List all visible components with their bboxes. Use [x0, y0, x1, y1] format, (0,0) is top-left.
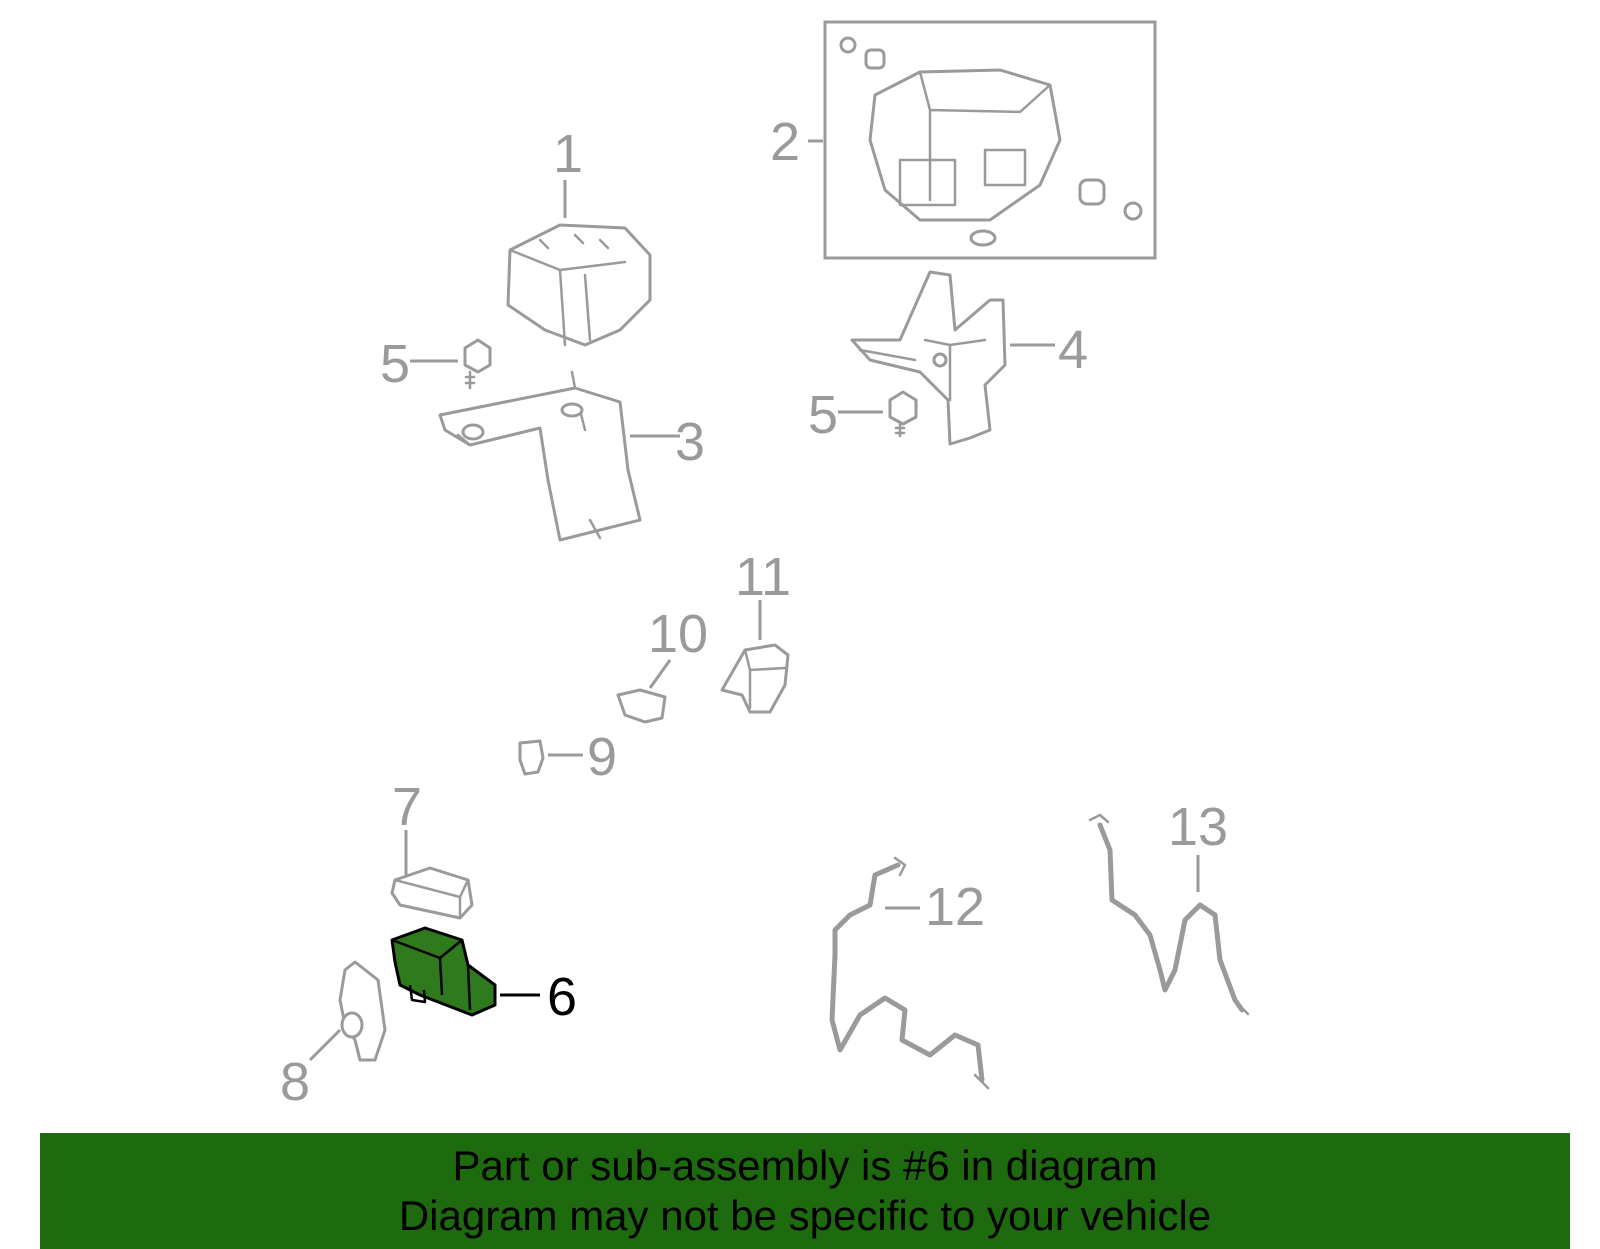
callout-1: 1: [553, 124, 583, 184]
callout-9: 9: [587, 727, 617, 787]
callout-5-lower: 5: [808, 385, 838, 445]
part-4-bracket[interactable]: [850, 270, 1007, 446]
part-12-harness[interactable]: [829, 856, 990, 1090]
part-7-cover[interactable]: [390, 866, 474, 920]
banner-line-part: Part or sub-assembly is #6 in diagram: [452, 1142, 1158, 1189]
part-5-bolt-lower[interactable]: [888, 390, 918, 438]
callout-6: 6: [547, 967, 577, 1027]
callout-4: 4: [1058, 320, 1088, 380]
leader-8: [308, 1028, 342, 1062]
part-6-sensor-highlighted[interactable]: [390, 926, 497, 1017]
callout-5-upper: 5: [380, 334, 410, 394]
callout-11: 11: [735, 547, 791, 607]
callout-2: 2: [770, 112, 800, 172]
part-9-cap[interactable]: [518, 739, 545, 776]
callout-7: 7: [392, 777, 422, 837]
banner-line-disclaimer: Diagram may not be specific to your vehi…: [398, 1192, 1212, 1239]
parts-diagram: 1 2 3 4 5 5 6 7 8 9 10 11 12 13: [280, 20, 1250, 1112]
part-5-bolt-upper[interactable]: [463, 338, 492, 390]
callout-8: 8: [280, 1052, 310, 1112]
part-1-abs-actuator[interactable]: [506, 223, 652, 347]
callout-10: 10: [648, 604, 708, 664]
part-8-bracket[interactable]: [338, 960, 387, 1062]
info-banner: Part or sub-assembly is #6 in diagram Di…: [40, 1133, 1570, 1249]
part-10-clip[interactable]: [616, 688, 667, 724]
part-2-assembly[interactable]: [823, 20, 1157, 260]
leader-10: [648, 659, 672, 689]
part-3-bracket[interactable]: [438, 370, 642, 542]
callout-3: 3: [675, 412, 705, 472]
callout-12: 12: [925, 877, 985, 937]
part-11-relay[interactable]: [720, 643, 790, 714]
callout-13: 13: [1168, 797, 1228, 857]
part-13-harness[interactable]: [1088, 813, 1250, 1016]
